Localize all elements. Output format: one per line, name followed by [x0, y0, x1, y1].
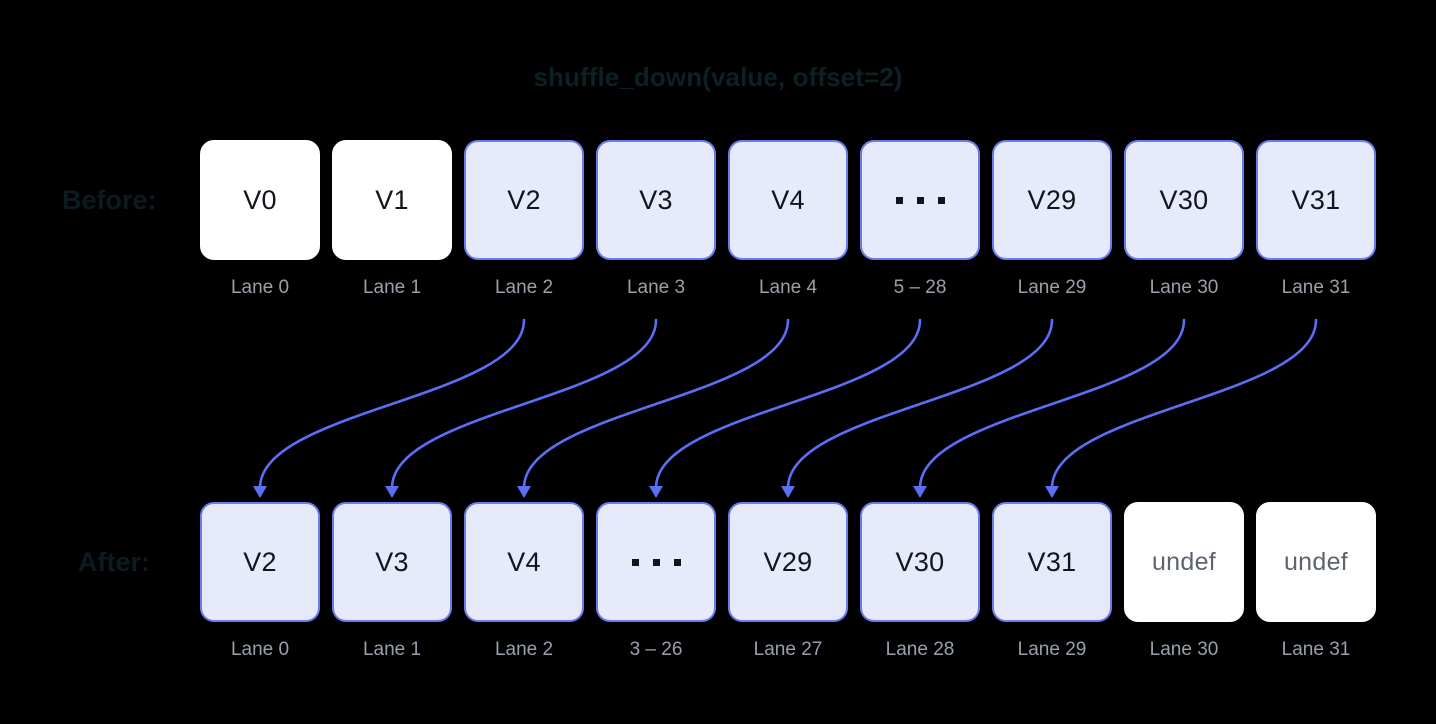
lane-cell-value: V30: [895, 546, 945, 577]
lane-caption-before-8: Lane 31: [1281, 277, 1351, 298]
lane-cell-value: V2: [243, 546, 277, 577]
shuffle-arrowhead-1: [385, 486, 399, 498]
lane-caption-before-2: Lane 2: [494, 277, 554, 298]
lane-cell-value: V1: [375, 184, 409, 215]
shuffle-arrowhead-0: [253, 486, 267, 498]
lane-caption-after-7: Lane 30: [1149, 639, 1219, 660]
before-row-label: Before:: [62, 185, 157, 215]
lane-cell-before-4[interactable]: V4: [728, 140, 848, 260]
lane-cell-before-2[interactable]: V2: [464, 140, 584, 260]
lane-caption-before-1: Lane 1: [362, 277, 422, 298]
lane-caption-before-7: Lane 30: [1149, 277, 1219, 298]
lane-cell-after-6[interactable]: V31: [992, 502, 1112, 622]
lane-cell-value: undef: [1283, 547, 1349, 576]
shuffle-arrow-3: [654, 318, 922, 490]
lane-cell-after-0[interactable]: V2: [200, 502, 320, 622]
lane-cell-after-2[interactable]: V4: [464, 502, 584, 622]
lane-caption-after-2: Lane 2: [494, 639, 554, 660]
lane-caption-after-6: Lane 29: [1017, 639, 1087, 660]
lane-cell-value: V3: [375, 546, 409, 577]
lane-cell-value: V31: [1027, 546, 1077, 577]
diagram-title: shuffle_down(value, offset=2): [533, 62, 903, 92]
lane-cell-value: undef: [1151, 547, 1217, 576]
lane-cell-before-3[interactable]: V3: [596, 140, 716, 260]
lane-cell-after-7[interactable]: undef: [1124, 502, 1244, 622]
lane-cell-value: V4: [507, 546, 541, 577]
lane-cell-value: V4: [771, 184, 805, 215]
lane-cell-after-1[interactable]: V3: [332, 502, 452, 622]
lane-caption-before-4: Lane 4: [758, 277, 818, 298]
lane-cell-value: V0: [243, 184, 277, 215]
shuffle-arrowhead-4: [781, 486, 795, 498]
lane-cell-before-1[interactable]: V1: [332, 140, 452, 260]
lane-caption-before-0: Lane 0: [230, 277, 290, 298]
shuffle-arrow-4: [786, 318, 1054, 490]
ellipsis-icon: [895, 196, 945, 204]
lane-cell-before-8[interactable]: V31: [1256, 140, 1376, 260]
lane-caption-after-8: Lane 31: [1281, 639, 1351, 660]
shuffle-arrowhead-5: [913, 486, 927, 498]
lane-cell-value: V30: [1159, 184, 1209, 215]
lane-caption-after-5: Lane 28: [885, 639, 955, 660]
shuffle-arrow-5: [918, 318, 1186, 490]
lane-cell-value: V29: [1027, 184, 1077, 215]
shuffle-arrowhead-6: [1045, 486, 1059, 498]
lane-cell-value: V29: [763, 546, 813, 577]
lane-cell-after-8[interactable]: undef: [1256, 502, 1376, 622]
lane-cell-after-3[interactable]: [596, 502, 716, 622]
lane-cell-before-0[interactable]: V0: [200, 140, 320, 260]
lane-caption-after-0: Lane 0: [230, 639, 290, 660]
lane-cell-before-6[interactable]: V29: [992, 140, 1112, 260]
shuffle-arrow-6: [1050, 318, 1318, 490]
lane-cell-value: V31: [1291, 184, 1341, 215]
lane-caption-after-3: 3 – 26: [629, 639, 683, 660]
shuffle-arrow-2: [522, 318, 790, 490]
lane-caption-before-6: Lane 29: [1017, 277, 1087, 298]
shuffle-arrowhead-2: [517, 486, 531, 498]
lane-caption-after-1: Lane 1: [362, 639, 422, 660]
after-row-label: After:: [78, 547, 150, 577]
lane-caption-after-4: Lane 27: [753, 639, 823, 660]
lane-cell-after-4[interactable]: V29: [728, 502, 848, 622]
shuffle-arrow-0: [258, 318, 526, 490]
lane-cell-value: V2: [507, 184, 541, 215]
lane-cell-value: V3: [639, 184, 673, 215]
shuffle-arrowhead-3: [649, 486, 663, 498]
lane-caption-before-5: 5 – 28: [893, 277, 947, 298]
shuffle-arrow-1: [390, 318, 658, 490]
lane-cell-before-7[interactable]: V30: [1124, 140, 1244, 260]
lane-caption-before-3: Lane 3: [626, 277, 686, 298]
lane-cell-before-5[interactable]: [860, 140, 980, 260]
ellipsis-icon: [631, 558, 681, 566]
lane-cell-after-5[interactable]: V30: [860, 502, 980, 622]
